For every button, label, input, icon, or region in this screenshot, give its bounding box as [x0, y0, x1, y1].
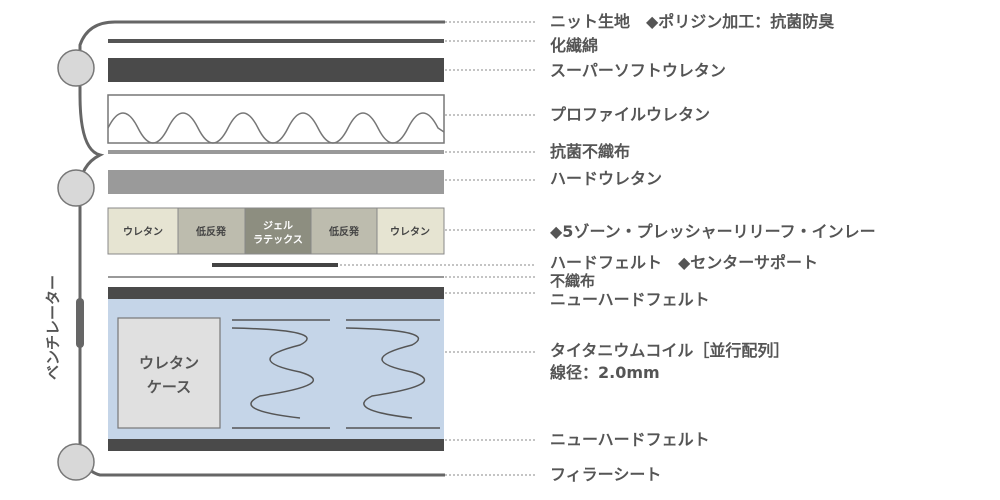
zone-2 — [177, 207, 246, 255]
label-zone-inlay: ◆5ゾーン・プレッシャーリリーフ・インレー — [550, 222, 876, 241]
urethane-case: ウレタン ケース — [117, 317, 221, 429]
case-label-line1: ウレタン — [139, 354, 199, 372]
center-support-bar — [212, 263, 338, 267]
knit-line — [108, 39, 444, 43]
new-hard-felt-bottom-layer — [108, 439, 444, 451]
zone-2-label: 低反発 — [195, 225, 227, 238]
label-filler-sheet: フィラーシート — [550, 465, 662, 484]
label-new-hard-felt-top: ニューハードフェルト — [550, 290, 710, 309]
coil-spring-2 — [345, 319, 440, 429]
label-wire-gauge: 線径：2.0mm — [550, 363, 660, 382]
zone-3 — [244, 207, 312, 255]
zone-4-label: 低反発 — [328, 225, 360, 238]
zone-5-label: ウレタン — [390, 226, 430, 238]
zone-3-label-b: ラテックス — [253, 234, 303, 246]
antibac-nonwoven-layer — [108, 150, 444, 154]
side-handle-bottom — [57, 443, 95, 481]
label-hard-felt: ハードフェルト ◆センターサポート — [550, 253, 818, 272]
profile-layer — [107, 94, 445, 144]
side-handle-middle — [57, 169, 95, 207]
label-synthetic-cotton: 化繊綿 — [550, 36, 599, 55]
ventilator-handle — [76, 298, 84, 348]
zone-5 — [376, 207, 445, 255]
label-profile: プロファイルウレタン — [550, 105, 711, 124]
case-label-line2: ケース — [147, 378, 191, 396]
side-handle-top — [57, 49, 95, 87]
super-soft-layer — [108, 58, 444, 82]
label-new-hard-felt-bottom: ニューハードフェルト — [550, 430, 710, 449]
coil-spring-1 — [231, 319, 330, 429]
zone-3-label-a: ジェル — [263, 220, 293, 232]
label-antibac-nonwoven: 抗菌不織布 — [550, 142, 631, 161]
new-hard-felt-top-layer — [108, 287, 444, 299]
ventilator-text: ベンチレーター — [44, 275, 62, 380]
label-hard-urethane: ハードウレタン — [550, 169, 663, 188]
hard-urethane-layer — [108, 170, 444, 194]
label-nonwoven: 不織布 — [550, 272, 596, 290]
ventilator-label: ベンチレーター — [30, 262, 70, 382]
nonwoven-layer — [108, 276, 444, 278]
label-knit: ニット生地 ◆ポリジン加工：抗菌防臭 — [550, 12, 835, 31]
zone-inlay: ウレタン 低反発 ジェル ラテックス 低反発 ウレタン — [107, 207, 445, 255]
label-super-soft: スーパーソフトウレタン — [550, 61, 726, 80]
leader-lines — [340, 21, 535, 476]
label-coil: タイタニウムコイル［並行配列］ — [550, 341, 790, 360]
zone-1-label: ウレタン — [123, 226, 163, 238]
